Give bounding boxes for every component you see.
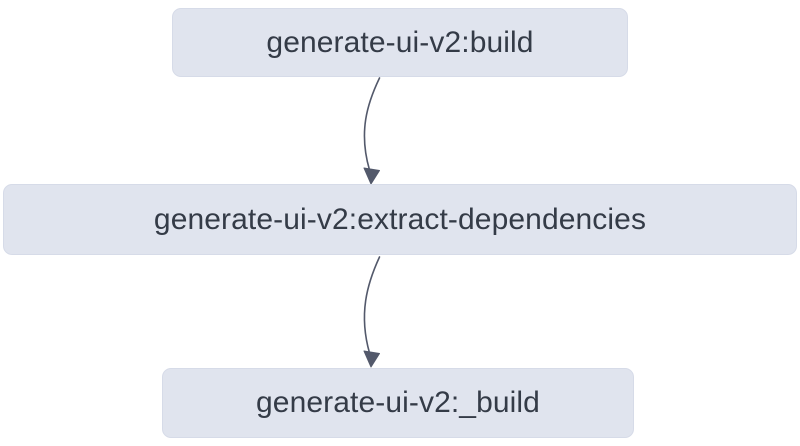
arrowhead-icon bbox=[363, 350, 380, 368]
edge-build-to-extract-dependencies bbox=[363, 77, 381, 185]
edge-path bbox=[363, 256, 381, 354]
node-label: generate-ui-v2:build bbox=[266, 25, 534, 59]
node-label: generate-ui-v2:_build bbox=[256, 386, 540, 419]
edge-path bbox=[363, 77, 381, 171]
node-generate-ui-v2-extract-dependencies[interactable]: generate-ui-v2:extract-dependencies bbox=[3, 184, 797, 255]
node-label: generate-ui-v2:extract-dependencies bbox=[153, 202, 647, 236]
node-generate-ui-v2-build[interactable]: generate-ui-v2:build bbox=[172, 8, 628, 77]
edge-extract-dependencies-to-_build bbox=[363, 256, 381, 368]
node-generate-ui-v2-_build[interactable]: generate-ui-v2:_build bbox=[162, 368, 634, 438]
arrowhead-icon bbox=[363, 167, 380, 185]
